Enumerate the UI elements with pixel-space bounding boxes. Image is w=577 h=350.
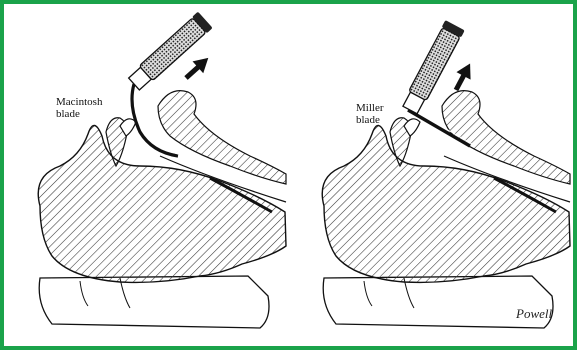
macintosh-illustration — [10, 6, 292, 346]
miller-blade-label: Miller blade — [356, 102, 384, 126]
tongue — [322, 125, 570, 282]
miller-panel: Miller blade Powell — [294, 6, 576, 346]
macintosh-panel: Macintosh blade — [10, 6, 292, 346]
pillow — [39, 276, 269, 328]
miller-illustration — [294, 6, 576, 346]
tongue — [38, 125, 286, 282]
lift-arrow — [449, 60, 477, 94]
artist-signature: Powell — [516, 306, 552, 322]
laryngoscope-handle — [127, 12, 213, 93]
lift-arrow — [181, 52, 214, 84]
macintosh-blade-label: Macintosh blade — [56, 96, 102, 120]
